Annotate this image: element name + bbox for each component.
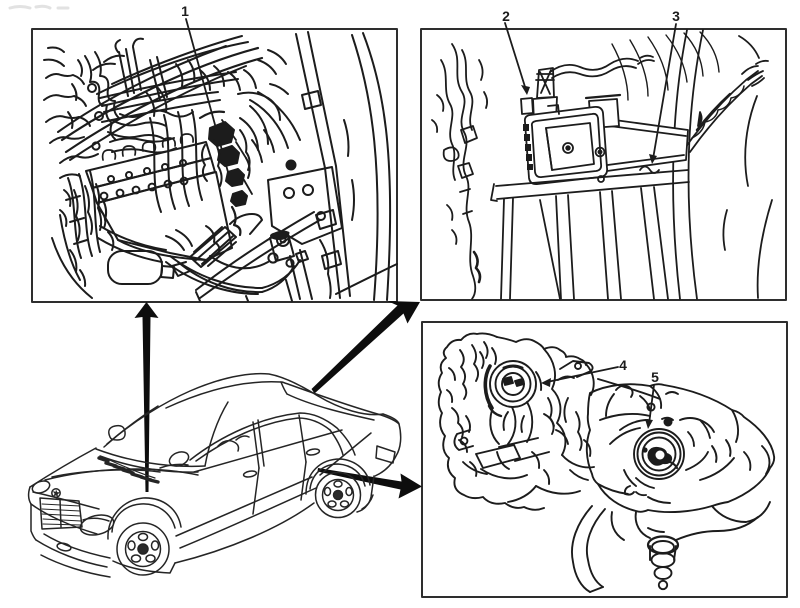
svg-text:1: 1 [181, 3, 189, 19]
svg-text:2: 2 [502, 8, 510, 24]
svg-text:4: 4 [619, 357, 627, 373]
svg-text:5: 5 [651, 369, 659, 385]
svg-text:3: 3 [672, 8, 680, 24]
